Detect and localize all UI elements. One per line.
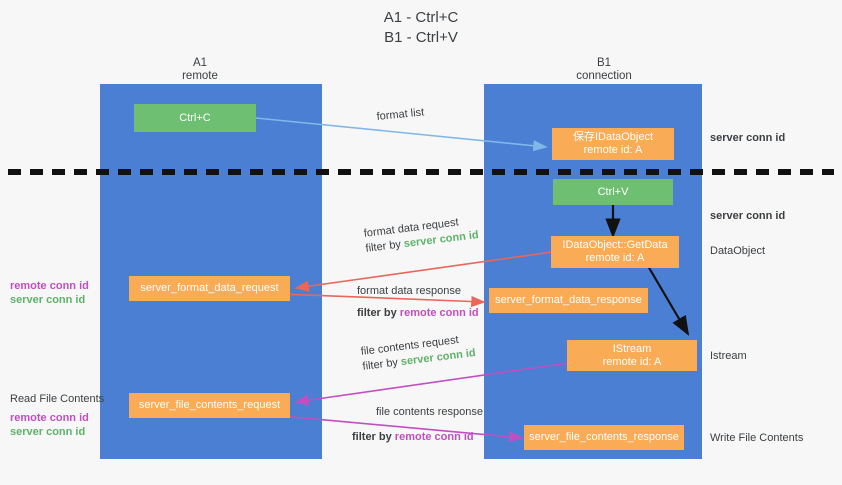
box-server-format-data-request[interactable]: server_format_data_request [129,276,290,301]
diagram-title: A1 - Ctrl+C B1 - Ctrl+V [0,8,842,48]
box-ctrl-v-label: Ctrl+V [597,185,629,198]
filter-by-prefix-3: filter by [361,356,402,373]
box-server-file-contents-response-label: server_file_contents_response [529,431,679,443]
label-remote-conn-id-lower: remote conn id [10,412,89,424]
annotation-file-contents-response-line-1: file contents response [376,406,484,418]
label-write-file-contents: Write File Contents [710,432,804,444]
annotation-format-list-line-1: format list [376,106,425,123]
annotation-format-list: format list [376,105,425,125]
box-istream-label: IStream [612,342,652,355]
annotation-format-data-response-line-1: format data response [357,285,461,297]
swimlane-header-b1: B1 connection [544,57,664,83]
annotation-format-data-request: format data request filter by server con… [363,213,480,257]
annotation-file-contents-request: file contents request filter by server c… [360,331,477,375]
box-ctrl-v[interactable]: Ctrl+V [553,179,673,205]
title-line-1: A1 - Ctrl+C [383,9,459,26]
label-server-conn-id-mid: server conn id [710,210,786,222]
annotation-file-contents-response: file contents response filter by remote … [352,405,483,445]
swimlane-header-a1: A1 remote [140,57,260,83]
box-getdata-subtitle: remote id: A [585,252,645,264]
filter-by-prefix-4: filter by [352,431,395,443]
box-save-idataobject[interactable]: 保存IDataObject remote id: A [552,128,674,160]
title-line-2: B1 - Ctrl+V [384,29,458,46]
box-save-idataobject-subtitle: remote id: A [583,144,643,156]
box-server-file-contents-request[interactable]: server_file_contents_request [129,393,290,418]
swimlane-a1-name: A1 [192,57,208,69]
annotation-format-data-response-line-2: filter by remote conn id [357,306,479,321]
swimlane-b1-role: connection [576,70,632,82]
box-ctrl-c[interactable]: Ctrl+C [134,104,256,132]
filter-by-prefix: filter by [364,238,405,255]
box-istream-subtitle: remote id: A [602,355,662,368]
annotation-format-data-response: format data response filter by remote co… [357,284,479,321]
label-conn-ids-lower: remote conn id server conn id [10,411,89,439]
box-getdata-label: IDataObject::GetData [562,239,668,251]
swimlane-a1-role: remote [182,70,218,82]
box-istream[interactable]: IStream remote id: A [567,340,697,371]
filter-key-remote-conn-id: remote conn id [399,307,479,319]
label-conn-ids-upper: remote conn id server conn id [10,279,89,307]
label-server-conn-id-top: server conn id [710,132,786,144]
label-server-conn-id-lower: server conn id [10,426,86,438]
box-server-format-data-request-label: server_format_data_request [140,282,279,294]
box-save-idataobject-label: 保存IDataObject [572,131,654,143]
box-server-file-contents-request-label: server_file_contents_request [138,399,281,411]
label-remote-conn-id-upper: remote conn id [10,280,89,292]
filter-key-remote-conn-id-2: remote conn id [394,431,474,443]
annotation-file-contents-response-line-2: filter by remote conn id [352,430,483,445]
label-dataobject: DataObject [710,245,766,257]
box-server-file-contents-response[interactable]: server_file_contents_response [524,425,684,450]
box-getdata[interactable]: IDataObject::GetData remote id: A [551,236,679,268]
swimlane-b1-name: B1 [596,57,612,69]
label-istream: Istream [710,350,747,362]
filter-by-prefix-2: filter by [357,307,400,319]
box-ctrl-c-label: Ctrl+C [179,111,211,124]
label-server-conn-id-upper: server conn id [10,294,86,306]
box-server-format-data-response[interactable]: server_format_data_response [489,288,648,313]
label-read-file-contents: Read File Contents [10,393,105,405]
box-server-format-data-response-label: server_format_data_response [495,294,642,306]
